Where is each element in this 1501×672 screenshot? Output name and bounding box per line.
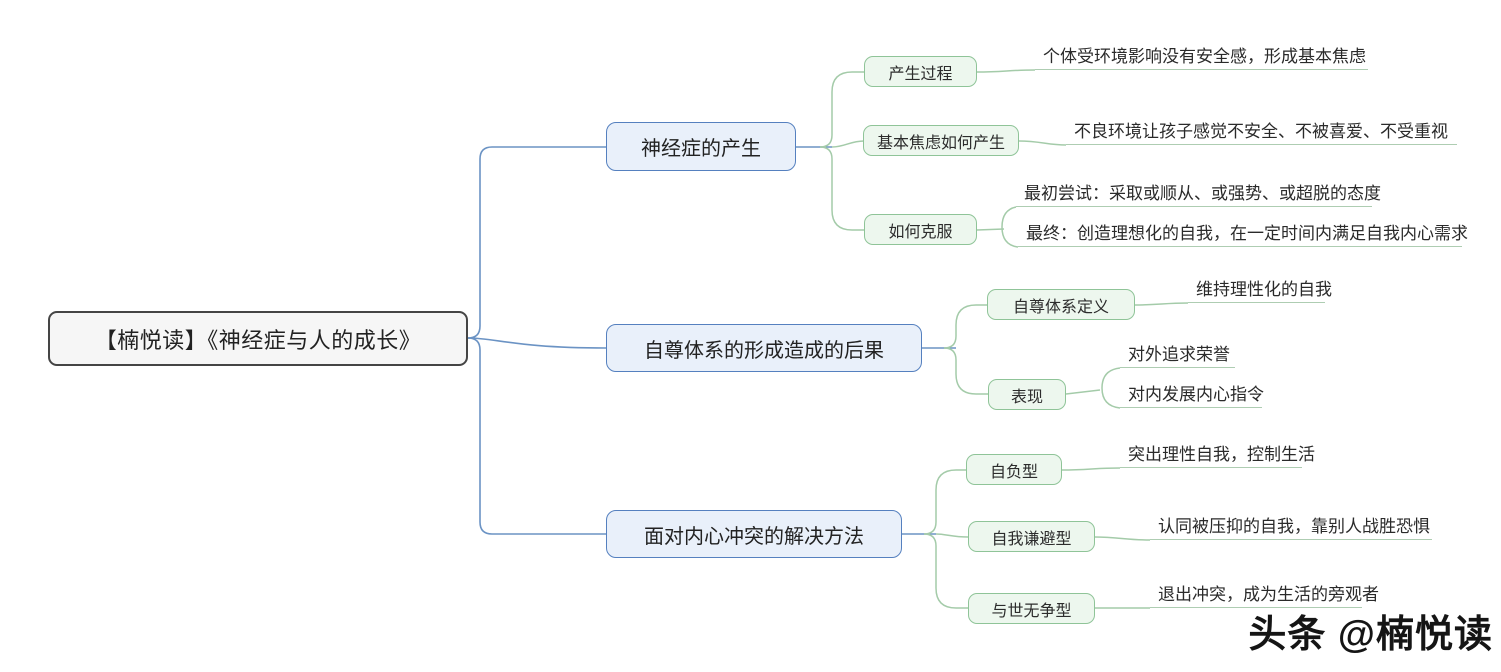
node-branch-pride-system-consequences[interactable]: 自尊体系的形成造成的后果 — [606, 324, 922, 372]
node-child-detached-type[interactable]: 与世无争型 — [968, 593, 1095, 624]
node-root[interactable]: 【楠悦读】《神经症与人的成长》 — [48, 311, 468, 366]
leaf-suppressed-self[interactable]: 认同被压抑的自我，靠别人战胜恐惧 — [1150, 516, 1432, 540]
node-branch-neurosis-emergence[interactable]: 神经症的产生 — [606, 122, 796, 171]
leaf-bad-environment[interactable]: 不良环境让孩子感觉不安全、不被喜爱、不受重视 — [1066, 121, 1457, 145]
leaf-maintain-rationalized-self[interactable]: 维持理性化的自我 — [1188, 279, 1332, 303]
leaf-basic-anxiety-formation[interactable]: 个体受环境影响没有安全感，形成基本焦虑 — [1035, 46, 1368, 70]
leaf-withdraw-from-conflict[interactable]: 退出冲突，成为生活的旁观者 — [1150, 584, 1379, 608]
leaf-rational-control-life[interactable]: 突出理性自我，控制生活 — [1120, 444, 1315, 468]
leaf-final-idealized-self[interactable]: 最终：创造理想化的自我，在一定时间内满足自我内心需求 — [1018, 223, 1468, 247]
node-branch-inner-conflict-solutions[interactable]: 面对内心冲突的解决方法 — [606, 510, 902, 558]
watermark: 头条 @楠悦读 — [1248, 614, 1493, 656]
leaf-outward-glory[interactable]: 对外追求荣誉 — [1120, 344, 1235, 368]
node-child-how-to-overcome[interactable]: 如何克服 — [864, 214, 977, 245]
node-child-self-effacing-type[interactable]: 自我谦避型 — [968, 521, 1095, 552]
node-child-emergence-process[interactable]: 产生过程 — [864, 56, 977, 87]
leaf-first-attempt[interactable]: 最初尝试：采取或顺从、或强势、或超脱的态度 — [1016, 183, 1381, 207]
node-child-arrogant-type[interactable]: 自负型 — [966, 454, 1062, 485]
node-child-pride-system-definition[interactable]: 自尊体系定义 — [987, 289, 1135, 320]
node-child-manifestation[interactable]: 表现 — [988, 379, 1066, 410]
node-child-basic-anxiety-origin[interactable]: 基本焦虑如何产生 — [863, 125, 1019, 156]
leaf-inner-dictates[interactable]: 对内发展内心指令 — [1120, 384, 1264, 408]
